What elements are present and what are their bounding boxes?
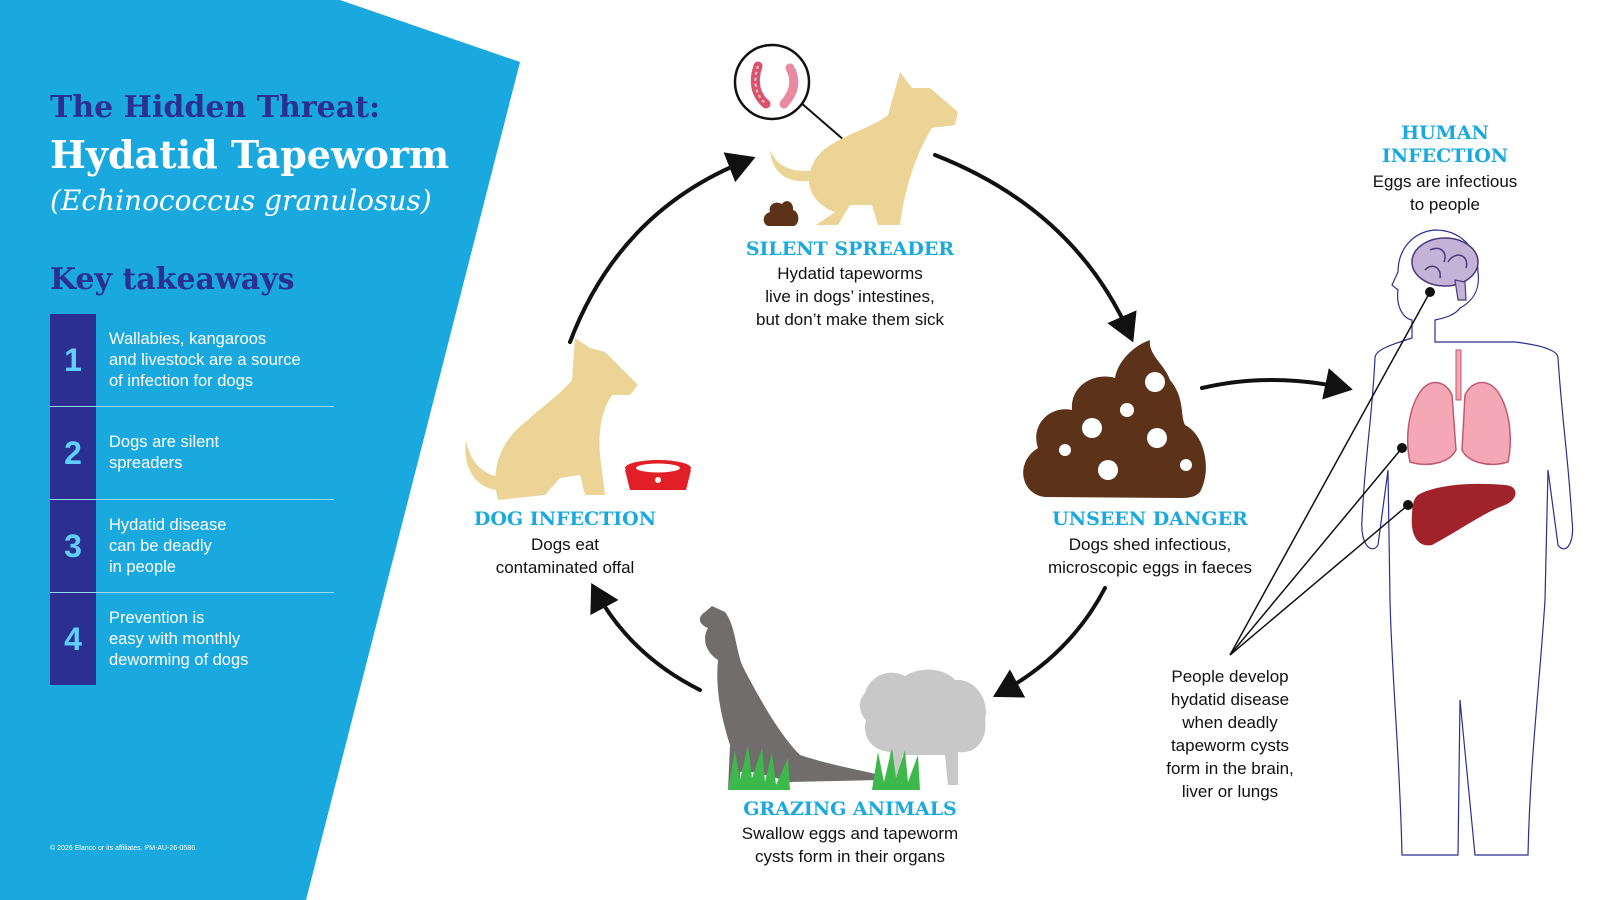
title-line1: The Hidden Threat:: [50, 90, 381, 125]
takeaway-text: Wallabies, kangaroos and livestock are a…: [109, 329, 301, 390]
kangaroo-icon: [699, 606, 880, 790]
stage-dog-infection-title: DOG INFECTION: [473, 508, 657, 530]
stage-unseen-danger-title: UNSEEN DANGER: [1052, 508, 1248, 530]
faeces-icon: [1023, 340, 1206, 498]
brain-icon: [1411, 237, 1479, 301]
takeaways-heading: Key takeaways: [50, 262, 295, 297]
stage-silent-spreader-title: SILENT SPREADER: [745, 238, 955, 260]
faeces-small-icon: [763, 201, 799, 226]
takeaway-number: 2: [50, 407, 96, 499]
takeaway-text: Hydatid disease can be deadly in people: [109, 515, 227, 576]
arrow-danger-to-human: [1200, 368, 1353, 400]
copyright: © 2026 Elanco or its affiliates. PM-AU-2…: [50, 845, 198, 852]
takeaway-text: Prevention is easy with monthly dewormin…: [109, 608, 249, 669]
scientific-name: (Echinococcus granulosus): [50, 184, 432, 217]
stage-unseen-danger-desc: Dogs shed infectious, microscopic eggs i…: [1047, 535, 1253, 577]
takeaway-number: 4: [50, 593, 96, 685]
takeaway-number: 3: [50, 500, 96, 592]
stage-grazing-animals-desc: Swallow eggs and tapeworm cysts form in …: [741, 824, 959, 866]
arrow-dog-to-spreader: [568, 152, 756, 344]
cycle-arrows: [568, 152, 1353, 698]
dog-sitting-icon: [465, 338, 638, 500]
takeaway-item: 2 Dogs are silent spreaders: [50, 407, 334, 500]
arrow-spreader-to-danger: [933, 153, 1137, 343]
liver-icon: [1411, 483, 1516, 546]
stage-human-infection-desc: Eggs are infectious to people: [1372, 172, 1518, 214]
takeaway-item: 4 Prevention is easy with monthly deworm…: [50, 593, 334, 685]
takeaway-item: 1 Wallabies, kangaroos and livestock are…: [50, 314, 334, 407]
takeaway-number: 1: [50, 314, 96, 406]
tapeworm-icon: [733, 43, 857, 152]
stage-silent-spreader-desc: Hydatid tapeworms live in dogs’ intestin…: [755, 264, 945, 329]
human-disease-note: People develop hydatid disease when dead…: [1166, 667, 1294, 801]
page-title: Hydatid Tapeworm: [50, 132, 450, 177]
takeaway-item: 3 Hydatid disease can be deadly in peopl…: [50, 500, 334, 593]
stage-human-infection-title: HUMAN INFECTION: [1381, 122, 1509, 167]
takeaway-list: 1 Wallabies, kangaroos and livestock are…: [50, 314, 334, 685]
stage-grazing-animals-title: GRAZING ANIMALS: [743, 798, 957, 820]
lungs-icon: [1406, 349, 1512, 466]
organ-pointer-lines: [1229, 291, 1431, 656]
arrow-grazing-to-dog: [590, 582, 702, 692]
arrow-danger-to-grazing: [992, 586, 1107, 698]
takeaway-text: Dogs are silent spreaders: [109, 433, 220, 472]
organ-pointer-dots: [1397, 287, 1435, 510]
dog-squatting-icon: [770, 72, 958, 225]
grass-icon: [728, 745, 920, 790]
human-body-icon: [1361, 229, 1574, 856]
stage-dog-infection-desc: Dogs eat contaminated offal: [495, 535, 635, 577]
dog-bowl-icon: [625, 460, 691, 490]
